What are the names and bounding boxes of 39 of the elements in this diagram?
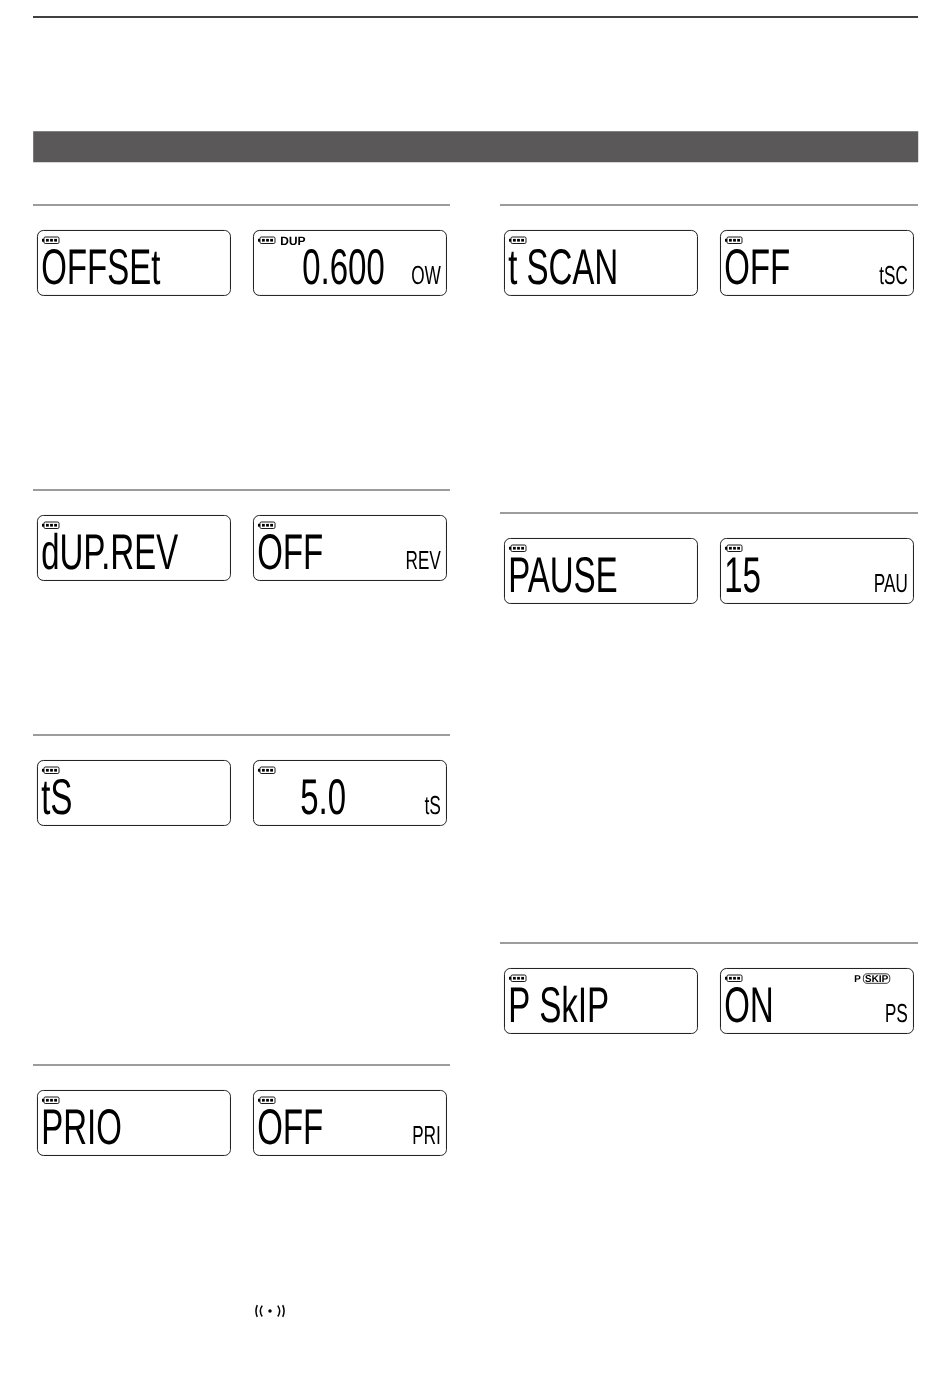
lcd-display (253, 1090, 447, 1156)
lcd-display (504, 538, 698, 604)
indicator-text: PAU (875, 574, 907, 593)
skip-badge: SKIP (863, 973, 891, 984)
section-band (33, 131, 919, 163)
readout-text: PAUSE (510, 557, 617, 593)
lcd-display (720, 538, 914, 604)
lcd-display (504, 968, 698, 1034)
indicator-text: PS (886, 1003, 907, 1023)
indicator-text: REV (406, 551, 441, 569)
lcd-display (253, 230, 447, 296)
readout-text: PRIO (43, 1109, 121, 1145)
lcd-display (504, 230, 698, 296)
lcd-display (37, 230, 231, 296)
readout-text: 0.600 (303, 249, 384, 285)
readout-text: OFFSEt (42, 249, 161, 285)
readout-text: P SkIP (510, 985, 608, 1023)
readout-text: ON (725, 987, 772, 1023)
lcd-display (253, 515, 447, 581)
indicator-text: tS (424, 795, 440, 815)
lcd-display (720, 230, 914, 296)
readout-text: dUP.REV (42, 532, 179, 570)
readout-text: tS (41, 779, 71, 815)
readout-text: 5.0 (301, 779, 345, 815)
indicator-text: DUP (281, 236, 306, 246)
indicator-text: OW (412, 265, 441, 285)
lcd-display (37, 1090, 231, 1156)
lcd-display (37, 760, 231, 826)
indicator-text: PRI (413, 1126, 440, 1144)
readout-text: OFF (725, 249, 789, 285)
lcd-display (720, 968, 914, 1034)
lcd-display (253, 760, 447, 826)
readout-text: 15 (726, 557, 760, 593)
readout-text: t SCAN (508, 249, 616, 285)
lcd-display (37, 515, 231, 581)
readout-text: OFF (258, 534, 322, 570)
readout-text: OFF (258, 1109, 322, 1145)
indicator-text: tSC (879, 265, 908, 285)
indicator-text: P (854, 975, 861, 982)
